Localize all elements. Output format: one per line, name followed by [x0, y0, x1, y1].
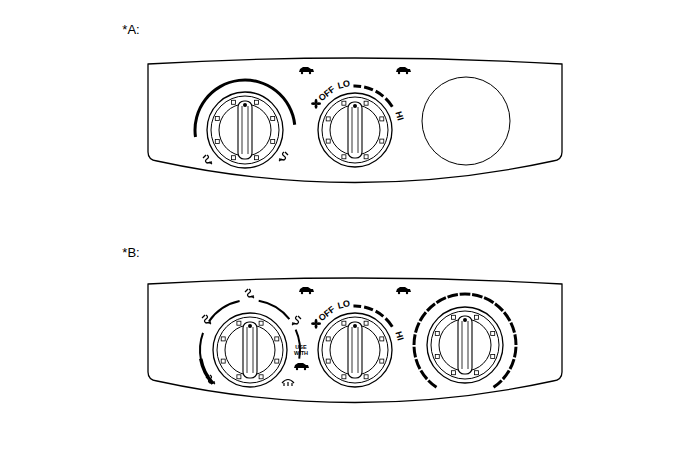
scale-arc	[208, 300, 240, 322]
scale-arc	[509, 359, 516, 370]
scale-label: LO	[337, 300, 351, 312]
airflow-icon	[245, 289, 254, 298]
scale-arc	[494, 303, 504, 312]
scale-arc	[364, 305, 374, 311]
car-icon	[294, 363, 309, 368]
defroster-icon	[282, 380, 294, 387]
scale-arc	[259, 300, 291, 320]
scale-arc	[493, 379, 503, 388]
panel-outline	[148, 56, 562, 186]
scale-arc	[199, 358, 214, 384]
scale-arc	[427, 379, 437, 388]
scale-label: OFF	[317, 85, 337, 103]
scale-arc	[385, 97, 394, 107]
airflow-icon	[202, 315, 211, 324]
scale-arc	[503, 311, 511, 322]
scale-arc	[194, 79, 297, 138]
scale-arc	[353, 305, 361, 308]
scale-arc	[472, 293, 483, 298]
scale-arc	[414, 322, 420, 333]
car-icon	[299, 67, 314, 72]
scale-arc	[509, 322, 515, 333]
scale-arc	[364, 85, 374, 91]
control-knob	[427, 307, 503, 383]
scale-label: OFF	[317, 305, 337, 323]
control-knob	[318, 313, 392, 387]
scale-arc	[385, 317, 394, 327]
scale-arc	[460, 293, 471, 296]
blank-cover	[422, 77, 510, 165]
airflow-icon	[279, 152, 288, 161]
scale-arc	[419, 311, 427, 322]
control-panel: *A:OFFLOHI	[148, 56, 562, 186]
car-icon	[299, 287, 314, 292]
scale-arc	[426, 303, 436, 312]
scale-arc	[420, 370, 429, 380]
control-panel: *B:OFFLOHIUSE WITH	[148, 276, 562, 406]
scale-arc	[415, 359, 422, 370]
car-icon	[396, 287, 411, 292]
scale-arc	[513, 347, 517, 358]
control-knob	[207, 92, 283, 168]
scale-arc	[413, 334, 417, 345]
scale-arc	[353, 85, 361, 88]
control-knob	[318, 93, 392, 167]
figure-label: *B:	[122, 246, 139, 259]
panel-outline	[148, 276, 562, 406]
scale-arc	[513, 334, 517, 345]
airflow-icon	[292, 316, 301, 325]
scale-arc	[502, 370, 511, 380]
airflow-icon	[206, 375, 215, 384]
scale-arc	[375, 90, 384, 98]
control-knob	[213, 313, 287, 387]
scale-arc	[436, 296, 447, 304]
scale-arc	[447, 293, 458, 298]
scale-label: LO	[337, 80, 351, 92]
scale-arc	[375, 310, 384, 318]
scale-label: USE WITH	[293, 345, 309, 357]
scale-label: HI	[393, 330, 404, 341]
figure-label: *A:	[122, 23, 139, 36]
scale-arc	[413, 347, 417, 358]
car-icon	[396, 67, 411, 72]
scale-arc	[484, 296, 495, 304]
airflow-icon	[203, 155, 212, 164]
scale-label: HI	[393, 110, 404, 121]
